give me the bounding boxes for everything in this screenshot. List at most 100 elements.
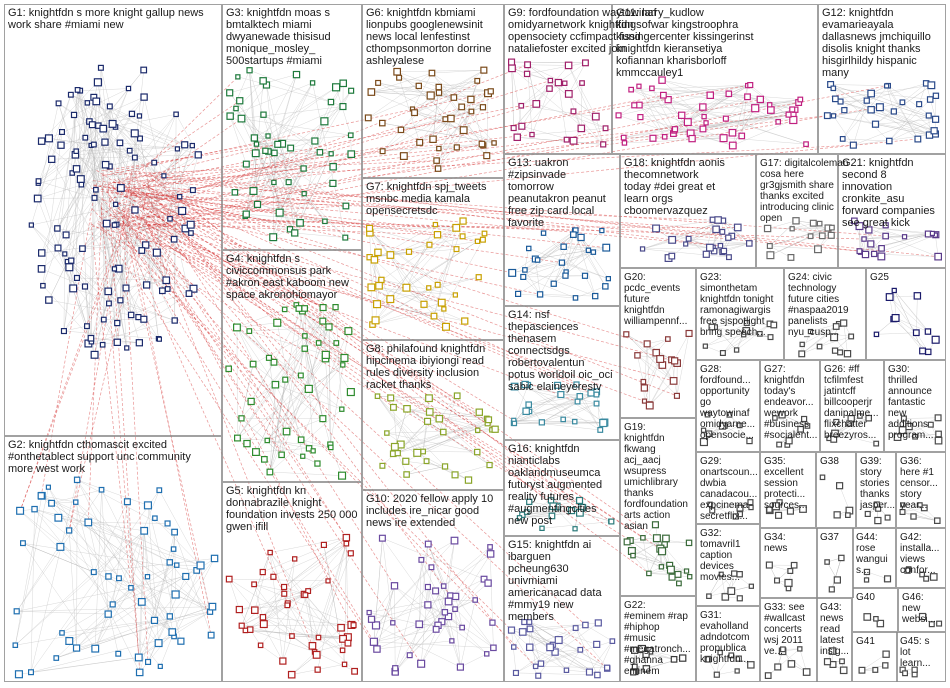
node-g26	[857, 413, 863, 419]
node-g4	[297, 436, 305, 444]
edge-hub	[126, 100, 240, 179]
node-g1	[91, 194, 98, 201]
edge	[98, 115, 140, 126]
edge	[377, 396, 424, 452]
node-g4	[273, 318, 282, 327]
edge	[535, 258, 541, 295]
node-g13	[514, 290, 522, 297]
node-g1	[152, 248, 161, 257]
edge	[638, 86, 665, 137]
node-g25	[912, 329, 920, 337]
edge	[34, 509, 161, 667]
edge	[419, 106, 462, 143]
edge	[524, 234, 574, 271]
node-g36	[910, 513, 917, 520]
node-g12	[890, 108, 897, 115]
node-g5	[320, 541, 327, 549]
node-g2	[45, 484, 52, 490]
node-g1	[128, 110, 136, 118]
node-g1	[101, 160, 110, 169]
edge	[655, 219, 719, 229]
edge	[422, 419, 489, 452]
edge	[652, 84, 751, 139]
edge	[575, 627, 598, 676]
node-g14	[560, 416, 567, 423]
node-g25	[873, 331, 880, 338]
node-g9	[563, 136, 570, 143]
edge	[428, 395, 458, 399]
edge-hub	[148, 224, 287, 432]
edge	[456, 80, 478, 148]
group-box-g26	[820, 360, 884, 452]
edge	[642, 247, 710, 250]
node-g28	[726, 411, 733, 418]
node-g1	[73, 274, 81, 282]
edge	[254, 87, 337, 139]
node-g18	[705, 243, 714, 252]
edge	[70, 94, 95, 145]
group-label-g17: cosa here	[760, 169, 804, 180]
edge	[529, 647, 567, 671]
node-g2	[135, 668, 144, 677]
node-g3	[235, 74, 241, 80]
node-g5	[238, 622, 245, 629]
node-g33	[764, 672, 772, 679]
node-g1	[92, 186, 99, 193]
node-g11	[756, 95, 765, 104]
group-box-g12	[818, 4, 946, 154]
edge	[524, 269, 541, 295]
edge	[437, 248, 457, 285]
edge	[250, 362, 275, 402]
node-g13	[560, 243, 567, 251]
node-g4	[246, 328, 253, 334]
node-g34	[765, 561, 773, 569]
edge	[431, 567, 444, 587]
group-box-g29	[696, 452, 760, 524]
node-g2	[210, 554, 219, 563]
node-g20	[623, 331, 630, 338]
node-g4	[319, 317, 327, 325]
node-g16	[549, 502, 558, 511]
node-g4	[282, 427, 291, 436]
node-g10	[447, 592, 454, 599]
node-g16	[575, 496, 584, 505]
node-g12	[830, 113, 837, 119]
group-label-g14: connectsdgs	[508, 345, 570, 357]
edge	[842, 100, 868, 140]
edge	[565, 234, 574, 276]
node-g8	[413, 448, 422, 457]
edge	[41, 268, 86, 287]
edge	[76, 151, 194, 289]
edge	[529, 411, 604, 424]
node-g1	[90, 350, 99, 359]
edge-hub	[90, 222, 132, 588]
group-label-g46: new	[902, 603, 921, 614]
node-g1	[178, 206, 187, 216]
node-g19	[674, 570, 682, 578]
node-g1	[67, 91, 74, 98]
node-g13	[577, 233, 585, 242]
edge	[114, 210, 183, 226]
node-g13	[569, 231, 577, 238]
edge	[575, 286, 606, 299]
edge	[75, 154, 183, 212]
group-label-g29: G29:	[700, 456, 722, 467]
group-label-g25: G25	[870, 272, 889, 283]
edge	[283, 537, 347, 588]
node-g19	[630, 552, 636, 559]
node-g10	[440, 583, 447, 589]
edge	[390, 254, 407, 288]
edge-hub	[145, 145, 484, 181]
node-g1	[54, 225, 61, 232]
node-g11	[785, 111, 792, 118]
edge	[42, 144, 95, 286]
edge	[513, 396, 580, 424]
node-g1	[40, 282, 46, 289]
node-g21	[870, 250, 878, 258]
edge	[144, 530, 211, 612]
node-g8	[425, 408, 434, 416]
group-box-g37	[816, 528, 854, 598]
edge	[558, 82, 567, 140]
node-g5	[350, 622, 357, 629]
edge	[894, 290, 923, 352]
